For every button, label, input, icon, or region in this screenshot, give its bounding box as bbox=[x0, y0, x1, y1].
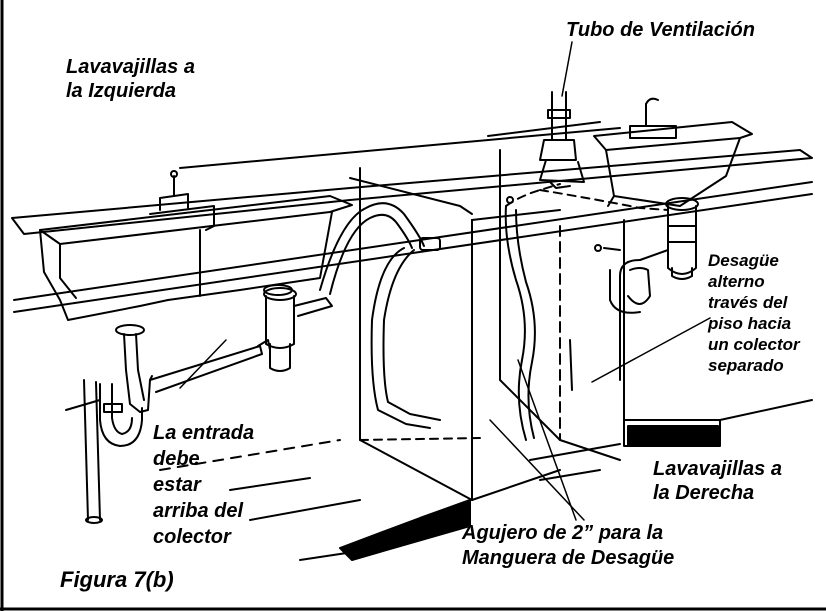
label-line: un colector bbox=[708, 335, 800, 354]
label-line: Manguera de Desagüe bbox=[462, 547, 675, 569]
label-drain-hole: Agujero de 2” para la Manguera de Desagü… bbox=[462, 521, 674, 571]
label-line: La entrada bbox=[153, 422, 255, 444]
label-right-dishwasher: Lavavajillas a la Derecha bbox=[653, 457, 782, 505]
label-line: Desagüe bbox=[708, 251, 779, 270]
drain-hose-left bbox=[319, 202, 441, 429]
label-line: la Izquierda bbox=[66, 80, 177, 102]
label-line: colector bbox=[153, 526, 231, 548]
floor bbox=[159, 439, 621, 561]
label-line: separado bbox=[708, 356, 784, 375]
label-line: debe bbox=[153, 448, 200, 470]
label-inlet-note: La entrada debe estar arriba del colecto… bbox=[153, 420, 254, 550]
label-left-dishwasher: Lavavajillas a la Izquierda bbox=[66, 55, 195, 103]
right-p-trap bbox=[569, 244, 669, 391]
left-p-trap bbox=[65, 333, 271, 524]
label-line: Lavavajillas a bbox=[653, 458, 782, 480]
figure-caption: Figura 7(b) bbox=[60, 567, 174, 592]
label-line: la Derecha bbox=[653, 482, 755, 504]
label-line: través del bbox=[708, 293, 788, 312]
label-line: estar bbox=[153, 474, 201, 496]
left-sink bbox=[39, 170, 353, 336]
label-line: alterno bbox=[708, 272, 765, 291]
label-line: arriba del bbox=[153, 500, 244, 522]
drain-hose-right bbox=[504, 183, 669, 441]
label-vent-pipe: Tubo de Ventilación bbox=[566, 19, 755, 41]
label-line: Lavavajillas a bbox=[66, 56, 195, 78]
label-alternate-drain: Desagüe alterno través del piso hacia un… bbox=[708, 250, 800, 376]
leader-lines bbox=[179, 41, 711, 521]
label-line: Agujero de 2” para la bbox=[462, 522, 664, 544]
right-sink bbox=[593, 97, 753, 280]
vent-pipe bbox=[539, 91, 585, 189]
countertop bbox=[11, 127, 813, 313]
garbage-disposer bbox=[263, 287, 333, 372]
label-line: piso hacia bbox=[708, 314, 792, 333]
